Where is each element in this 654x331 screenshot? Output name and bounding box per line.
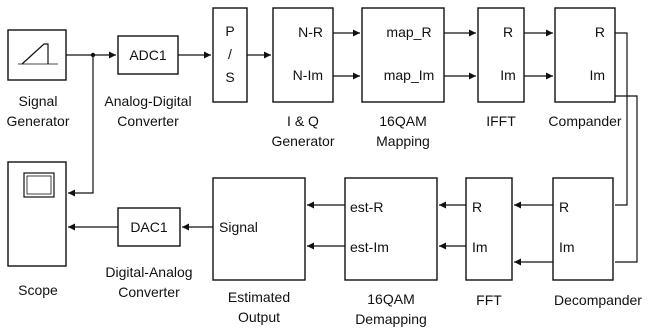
caption-estimated-output-2: Output: [238, 309, 280, 325]
ramp-icon: [18, 43, 58, 65]
caption-mapping-1: 16QAM: [379, 113, 426, 129]
block-captions: Signal Generator Analog-Digital Converte…: [6, 93, 642, 327]
demapping-port-est-im: est-Im: [350, 239, 389, 255]
dac-label: DAC1: [130, 219, 168, 235]
caption-mapping-2: Mapping: [376, 133, 430, 149]
caption-compander: Compander: [548, 113, 621, 129]
caption-demapping-1: 16QAM: [367, 291, 414, 307]
fft-port-im: Im: [472, 239, 488, 255]
fft-port-r: R: [472, 199, 482, 215]
ps-label-s: S: [225, 69, 234, 85]
estimated-output-block[interactable]: Signal: [212, 177, 306, 281]
compander-port-im: Im: [589, 67, 605, 83]
dac-block[interactable]: DAC1: [117, 207, 181, 247]
iq-port-n-r: N-R: [298, 24, 323, 40]
ps-label-p: P: [225, 23, 234, 39]
decompander-block[interactable]: R Im: [552, 177, 614, 281]
caption-signal-generator-2: Generator: [6, 113, 69, 129]
caption-dac-2: Converter: [118, 284, 180, 300]
compander-port-r: R: [595, 24, 605, 40]
qam-mapping-block[interactable]: map_R map_Im: [361, 7, 445, 103]
caption-decompander: Decompander: [554, 292, 642, 308]
caption-demapping-2: Demapping: [355, 311, 427, 327]
adc-block[interactable]: ADC1: [117, 35, 179, 75]
scope-block[interactable]: [7, 161, 67, 267]
ps-label-slash: /: [228, 46, 232, 62]
caption-iq-2: Generator: [271, 133, 334, 149]
caption-adc-2: Converter: [117, 113, 179, 129]
decompander-port-im: Im: [559, 239, 575, 255]
caption-scope: Scope: [18, 282, 58, 298]
iq-generator-block[interactable]: N-R N-Im: [272, 7, 334, 103]
caption-dac-1: Digital-Analog: [105, 264, 192, 280]
caption-adc-1: Analog-Digital: [104, 93, 191, 109]
ifft-block[interactable]: R Im: [477, 7, 525, 103]
estimated-output-port-signal: Signal: [219, 219, 258, 235]
caption-iq-1: I & Q: [287, 113, 319, 129]
qam-demapping-block[interactable]: est-R est-Im: [344, 177, 438, 281]
adc-label: ADC1: [129, 47, 167, 63]
compander-block[interactable]: R Im: [554, 7, 616, 103]
ifft-port-im: Im: [500, 67, 516, 83]
caption-ifft: IFFT: [486, 113, 516, 129]
fft-block[interactable]: R Im: [465, 177, 513, 281]
decompander-port-r: R: [559, 199, 569, 215]
scope-screen-icon: [23, 172, 55, 198]
mapping-port-map-im: map_Im: [384, 67, 435, 83]
mapping-port-map-r: map_R: [386, 24, 431, 40]
demapping-port-est-r: est-R: [350, 199, 383, 215]
ps-block[interactable]: P / S: [212, 7, 248, 103]
iq-port-n-im: N-Im: [293, 67, 323, 83]
ifft-port-r: R: [503, 24, 513, 40]
signal-generator-block[interactable]: [7, 29, 67, 81]
caption-signal-generator-1: Signal: [19, 93, 58, 109]
caption-estimated-output-1: Estimated: [228, 289, 290, 305]
caption-fft: FFT: [476, 292, 502, 308]
connection-wires: [66, 29, 638, 266]
